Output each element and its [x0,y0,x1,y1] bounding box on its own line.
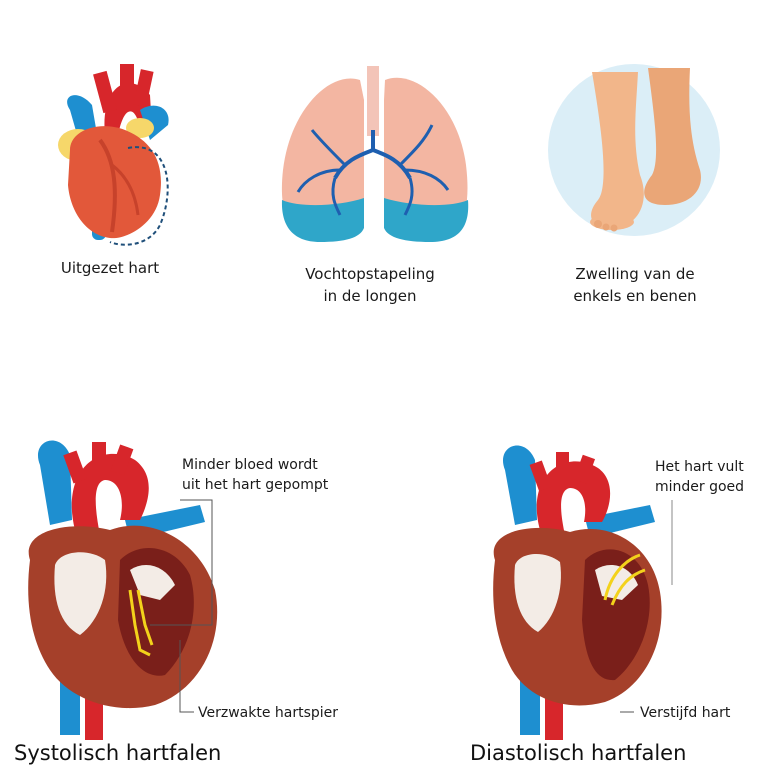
diastolic-wall-label: Verstijfd hart [640,704,730,722]
diastolic-note-line2: minder goed [655,478,744,496]
diastolic-title: Diastolisch hartfalen [470,740,686,766]
diastolic-note-line1: Het hart vult [655,458,744,476]
